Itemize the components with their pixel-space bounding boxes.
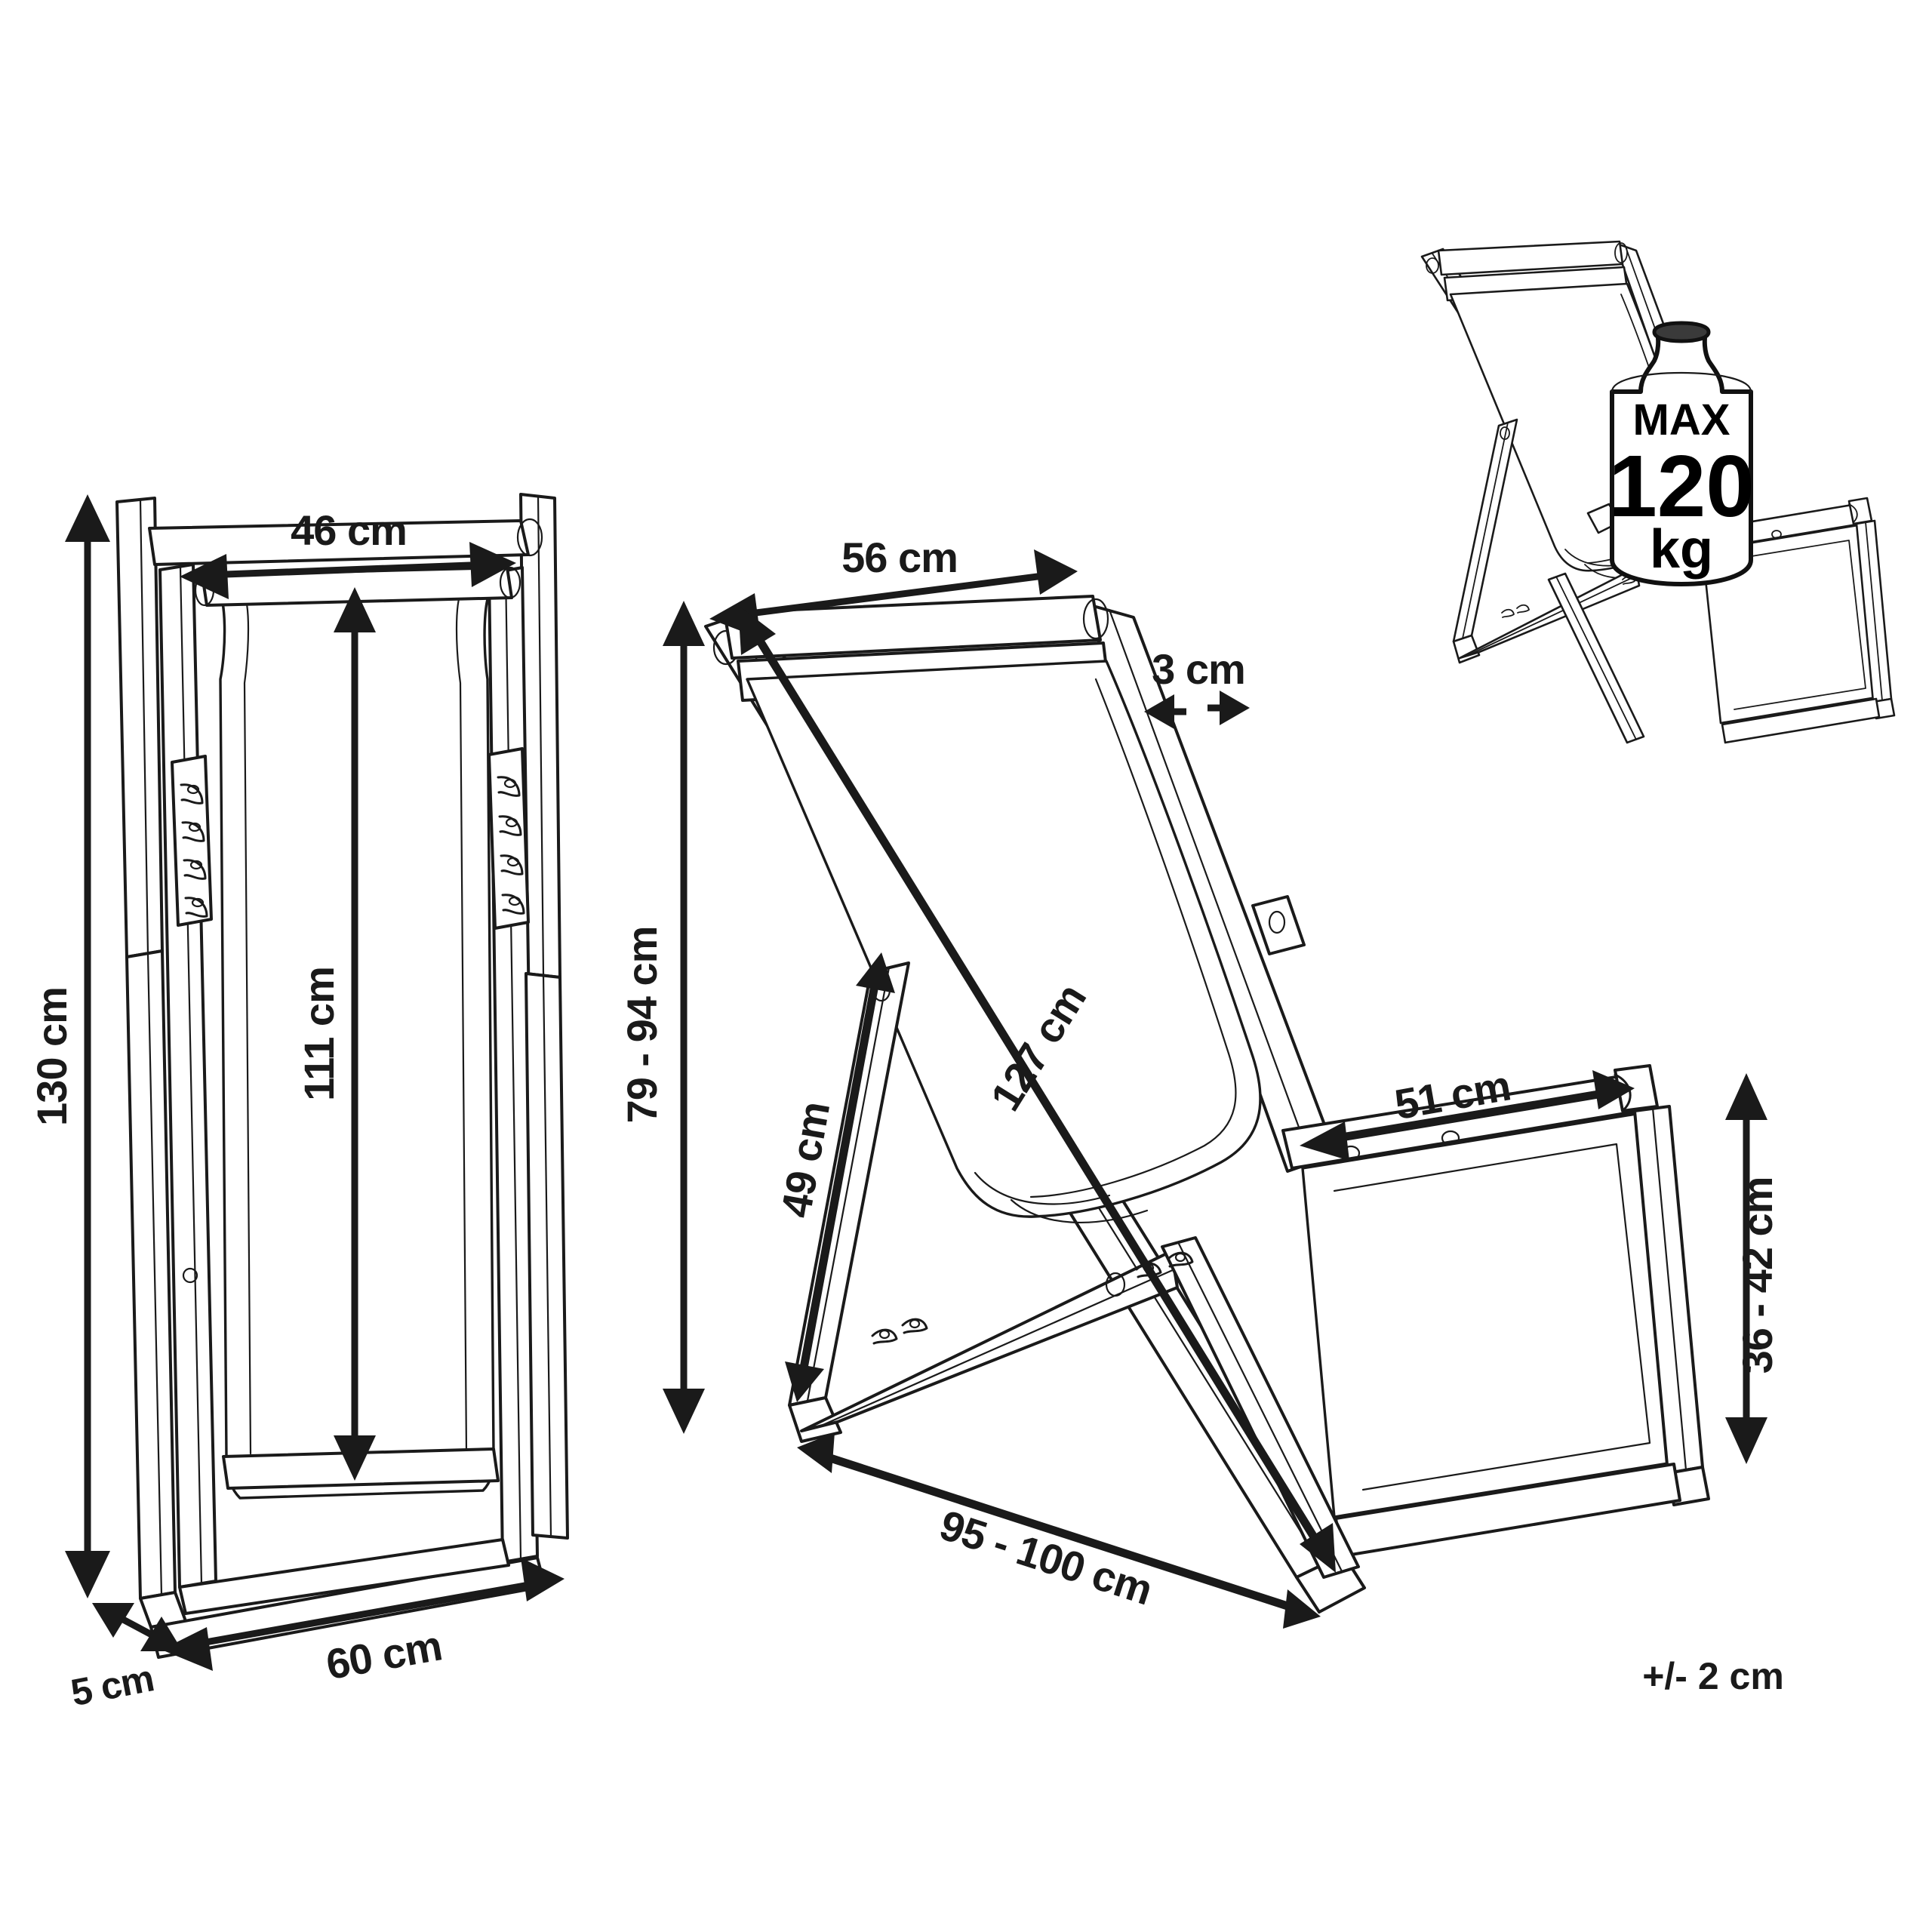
dim-line-130cm (65, 494, 110, 1598)
dim-line-51cm (1300, 1070, 1635, 1161)
label-111cm: 111 cm (295, 967, 343, 1101)
label-79-94cm: 79 - 94 cm (618, 927, 666, 1124)
dim-line-95-100cm (797, 1432, 1321, 1629)
load-value: 120 (1608, 437, 1755, 535)
tolerance-note: +/- 2 cm (1642, 1655, 1784, 1697)
load-unit: kg (1650, 519, 1713, 580)
dim-line-79-94cm (663, 601, 705, 1434)
label-130cm: 130 cm (28, 987, 75, 1126)
dim-line-5cm (92, 1603, 183, 1651)
dim-line-127cm (738, 605, 1336, 1573)
folded-chair-illustration (115, 493, 569, 1659)
dim-line-36-42cm (1725, 1073, 1767, 1464)
weight-icon (1610, 321, 1753, 586)
load-max-label: MAX (1633, 395, 1730, 445)
label-36-42cm: 36 - 42 cm (1734, 1177, 1781, 1374)
label-3cm: 3 cm (1152, 645, 1245, 693)
dim-line-46cm (180, 542, 516, 599)
dim-line-3cm (1144, 691, 1250, 729)
dim-line-49cm (785, 952, 895, 1402)
dim-line-60cm (162, 1558, 565, 1671)
open-chair-illustration (704, 595, 1710, 1614)
label-56cm: 56 cm (841, 534, 958, 581)
label-46cm: 46 cm (291, 506, 407, 554)
dim-line-111cm (334, 587, 376, 1481)
